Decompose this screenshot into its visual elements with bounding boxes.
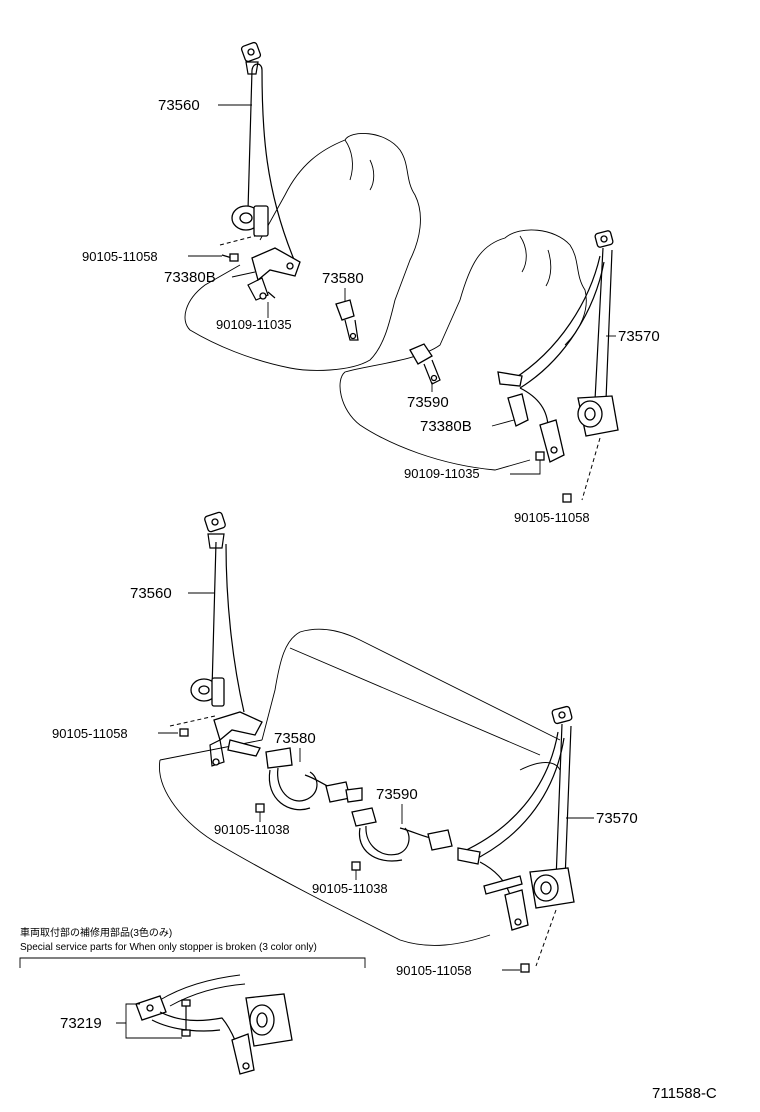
belt-73560-upper [247,69,296,263]
label-73580-rear: 73580 [274,730,316,747]
label-90105-11038-rear-1: 90105-11038 [214,822,290,837]
label-73380B-upper-right: 73380B [420,418,472,435]
front-seat-right-outline [339,229,587,471]
label-90105-11038-rear-2: 90105-11038 [312,881,388,896]
diagram-id: 711588-C [652,1085,717,1102]
label-90105-11058-upper-left: 90105-11058 [82,249,158,264]
upper-right-assembly [339,229,619,503]
belt-73570-upper [594,247,613,401]
label-90109-11035-upper-left: 90109-11035 [216,317,292,332]
label-73590-rear: 73590 [376,786,418,803]
label-73570-rear: 73570 [596,810,638,827]
label-73590-upper-right: 73590 [407,394,449,411]
rear-bench-seat-outline [159,628,561,946]
label-73560-upper-left: 73560 [158,97,200,114]
label-73560-rear: 73560 [130,585,172,602]
belt-73560-rear [211,541,245,713]
service-note-english: Special service parts for When only stop… [20,942,317,953]
label-90105-11058-rear-left: 90105-11058 [52,726,128,741]
label-90105-11058-upper-right: 90105-11058 [514,510,590,525]
service-note-japanese: 車両取付部の補修用部品(3色のみ) [20,926,172,939]
service-parts-section: 車両取付部の補修用部品(3色のみ) Special service parts … [19,926,366,1075]
belt-73570-rear [555,723,572,881]
label-73380B-upper-left: 73380B [164,269,216,286]
label-73580-upper-left: 73580 [322,270,364,287]
label-73219: 73219 [60,1015,102,1032]
rear-assembly [159,511,575,973]
label-73570-upper-right: 73570 [618,328,660,345]
service-bracket-line [19,957,366,968]
upper-left-assembly [184,41,421,371]
label-90105-11058-rear-right: 90105-11058 [396,963,472,978]
front-seat-left-outline [184,133,421,371]
label-90109-11035-upper-right: 90109-11035 [404,466,480,481]
